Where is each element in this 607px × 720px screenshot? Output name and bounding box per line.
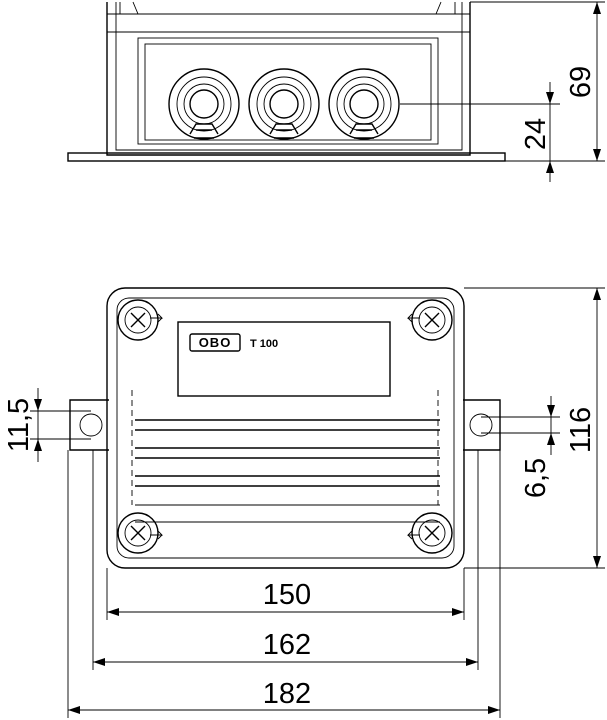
dim-150-label: 150 [263, 579, 311, 611]
dim-6-5-label: 6,5 [520, 458, 552, 498]
dim-182-label: 182 [263, 678, 311, 710]
screw-bottom-left [117, 512, 164, 554]
dim-width-150: 150 [107, 579, 464, 616]
dim-width-162: 162 [93, 629, 478, 666]
screw-bottom-right [406, 512, 453, 554]
dim-162-label: 162 [263, 629, 311, 661]
dim-lug-left: 11,5 [3, 388, 91, 462]
obo-logo [189, 333, 241, 352]
side-housing [106, 2, 471, 156]
dim-width-182: 182 [68, 678, 500, 714]
label-field [177, 321, 391, 397]
dim-69-label: 69 [565, 66, 597, 98]
top-view: OBO T 100 [3, 287, 605, 718]
dim-depth: 116 [464, 287, 605, 569]
lug-right [463, 399, 501, 451]
dim-entry-height: 24 [400, 82, 560, 182]
lug-left [69, 399, 109, 451]
dim-24-label: 24 [520, 118, 552, 150]
screw-top-left [117, 299, 164, 341]
model-label: T 100 [250, 338, 278, 350]
top-housing [106, 287, 465, 569]
obo-logo-text: OBO [199, 335, 232, 350]
cable-entry-2 [248, 68, 320, 140]
dim-11-5-label: 11,5 [3, 398, 35, 452]
dim-total-height: 69 [470, 1, 605, 162]
cable-entry-1 [168, 68, 240, 140]
base-plate [67, 152, 506, 162]
dim-lug-right: 6,5 [481, 396, 560, 498]
screw-top-right [406, 299, 453, 341]
dim-116-label: 116 [565, 407, 597, 453]
side-view: 69 24 [67, 1, 605, 182]
cable-entry-3 [328, 68, 400, 140]
